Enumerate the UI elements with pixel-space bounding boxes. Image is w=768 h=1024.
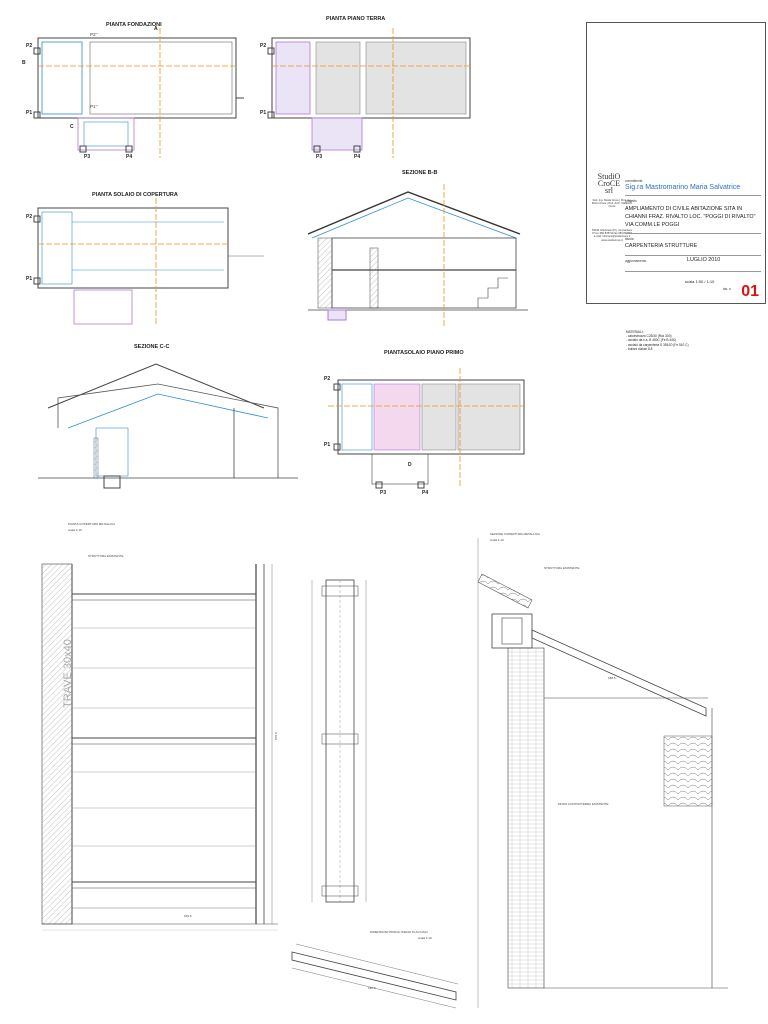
label-struttura-esistente: STRUTTURA ESISTENTE xyxy=(88,554,124,558)
marker-p3-pp: P3 xyxy=(380,490,387,496)
title-sezione-cc: SEZIONE C-C xyxy=(134,344,170,350)
detail-copertura-metallica-plan xyxy=(41,563,278,931)
progetto-value: AMPLIAMENTO DI CIVILE ABITAZIONE SITA IN… xyxy=(625,206,756,228)
label-trave: TRAVE 30x40 xyxy=(62,639,74,708)
section-bb xyxy=(307,184,528,328)
title-sezione-copertura-metallica: SEZIONE COPERTURA METALLICA xyxy=(490,532,540,536)
marker-p4-pp: P4 xyxy=(422,490,429,496)
scale-pianta-copertura-metallica: scala 1:10 xyxy=(68,528,82,532)
dim-span-section: 188.5 xyxy=(608,676,616,680)
label-struttura-esistente-section: STRUTTURA ESISTENTE xyxy=(544,566,580,570)
committente-key: committente xyxy=(625,179,643,183)
tavola-value: CARPENTERIA STRUTTURE xyxy=(625,243,698,249)
materials-item: - acciaio da carpenteria S 355JO (Fe 510… xyxy=(626,342,689,347)
detail-copertura-metallica-section xyxy=(477,538,728,1008)
marker-p4: P4 xyxy=(126,154,133,160)
tav-key: tav. n. xyxy=(723,287,732,291)
title-block: StudiO CroCE srl Dott. Ing. Nicola Croce… xyxy=(586,22,766,304)
detail-profile-elevation xyxy=(311,579,367,903)
marker-p2-prime: P2'' xyxy=(90,32,98,37)
marker-p1-prime: P1'' xyxy=(90,104,98,109)
materials-item: - bulloni classe 8.8 xyxy=(626,346,653,351)
title-sezione-bb: SEZIONE B-B xyxy=(402,170,438,176)
plan-solaio-copertura xyxy=(33,198,264,326)
marker-d: D xyxy=(408,462,412,468)
drawing-sheet: PIANTA FONDAZIONI PIANTA PIANO TERRA PIA… xyxy=(8,8,766,1016)
detail-profili-ipe xyxy=(291,943,459,1009)
scale-sezione-copertura-metallica: scala 1:10 xyxy=(490,538,504,542)
marker-p3: P3 xyxy=(84,154,91,160)
plan-solaio-primo xyxy=(328,368,525,489)
date-value: LUGLIO 2010 xyxy=(687,257,721,263)
studio-address: 56010 Ghezzano (PI), via Cantiere 47 tel… xyxy=(591,229,633,242)
label-muro-controterra: MURO CONTROTERRA ESISTENTE xyxy=(558,802,609,806)
marker-c: C xyxy=(70,124,74,130)
progetto-key: progetto xyxy=(625,199,637,203)
marker-p2: P2 xyxy=(26,43,33,49)
scale-dimensioni-profili: scala 1:10 xyxy=(418,936,432,940)
tb-divider xyxy=(625,233,761,234)
sheet-number: 01 xyxy=(741,283,759,300)
title-pianta-fondazioni: PIANTA FONDAZIONI xyxy=(106,22,162,28)
dim-span: 166.5 xyxy=(184,914,192,918)
section-cc xyxy=(38,363,298,489)
tb-divider xyxy=(625,255,761,256)
marker-p2-sc: P2 xyxy=(26,214,33,220)
materials-note: MATERIALI: - calcestruzzo C25/30 (Rck 30… xyxy=(626,330,736,351)
marker-p1-sc: P1 xyxy=(26,276,33,282)
tb-divider xyxy=(625,271,761,272)
marker-p3-pt: P3 xyxy=(316,154,323,160)
materials-item: - calcestruzzo C25/30 (Rck 300) xyxy=(626,334,672,339)
title-dimensioni-profili: DIMENSIONI PROFILI IPE100 IN ACCIAIO xyxy=(370,930,428,934)
marker-b: B xyxy=(22,60,26,66)
plan-fondazioni xyxy=(33,28,244,158)
drawing-canvas xyxy=(33,28,728,1009)
marker-a: A xyxy=(154,26,158,32)
title-pianta-solaio-copertura: PIANTA SOLAIO DI COPERTURA xyxy=(92,192,178,198)
marker-p4-pt: P4 xyxy=(354,154,361,160)
materials-title: MATERIALI: xyxy=(626,330,644,334)
tb-divider xyxy=(625,195,761,196)
committente-value: Sig.ra Mastromarino Maria Salvatrice xyxy=(625,184,741,191)
marker-p1: P1 xyxy=(26,110,33,116)
materials-item: - acciaio da c.a. B 450C (Fe B 44K) xyxy=(626,338,677,343)
title-pianta-piano-terra: PIANTA PIANO TERRA xyxy=(326,16,386,22)
marker-p2-pt: P2 xyxy=(260,43,267,49)
marker-p2-pp: P2 xyxy=(324,376,331,382)
aggiornamento-key: aggiornamento xyxy=(625,259,647,263)
studio-people: Dott. Ing. Nicola Croce | Prof. Ing. Pie… xyxy=(591,199,633,209)
studio-logo: StudiO CroCE srl xyxy=(597,172,621,195)
plan-piano-terra xyxy=(267,28,471,158)
marker-p1-pt: P1 xyxy=(260,110,267,116)
marker-p1-pp: P1 xyxy=(324,442,331,448)
dim-base: 186.8 xyxy=(368,986,376,990)
dim-total: 879.8 xyxy=(274,732,278,740)
title-pianta-copertura-metallica: PIANTA COPERTURA METALLICA xyxy=(68,522,116,526)
title-pianta-solaio-primo: PIANTASOLAIO PIANO PRIMO xyxy=(384,350,464,356)
tavola-key: tavola xyxy=(625,237,634,241)
scale-value: scala 1:50 / 1:10 xyxy=(685,279,715,284)
